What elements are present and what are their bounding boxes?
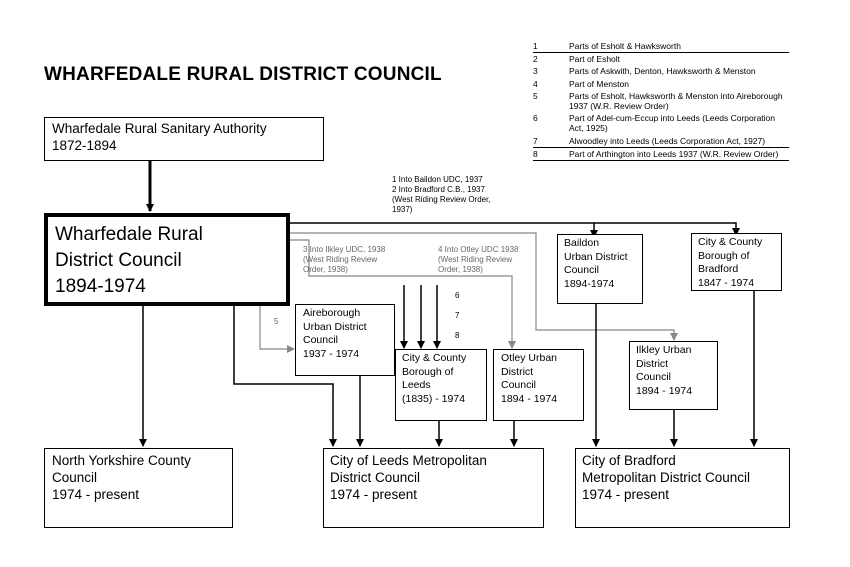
legend-number: 7	[533, 135, 538, 146]
arrow-rdc-to-leeds-met	[233, 306, 337, 447]
legend-number: 5	[533, 90, 538, 101]
legend-text: Part of Menston	[569, 78, 630, 89]
box-leeds-metropolitan: City of Leeds Metropolitan District Coun…	[323, 448, 544, 528]
box-aireborough-udc: Aireborough Urban District Council 1937 …	[295, 304, 395, 376]
legend-row: 7 Alwoodley into Leeds (Leeds Corporation…	[533, 135, 789, 148]
legend-table: 1 Parts of Esholt & Hawksworth 2 Part of Es…	[533, 40, 789, 162]
arrow-rdc-to-otley	[290, 239, 516, 349]
legend-row: 5 Parts of Esholt, Hawksworth & Menston i…	[533, 90, 789, 112]
legend-text: Part of Esholt	[569, 54, 621, 65]
marker-8: 8	[455, 331, 460, 340]
legend-text: Alwoodley into Leeds (Leeds Corporation …	[569, 135, 766, 146]
arrow-rdc-to-ilkley	[290, 232, 678, 341]
legend-text: Parts of Esholt & Hawksworth	[569, 41, 681, 51]
box-baildon-udc: Baildon Urban District Council 1894-1974	[557, 234, 643, 304]
legend-row: 2 Part of Esholt	[533, 53, 789, 65]
arrow-rdc-to-aireborough	[259, 306, 295, 353]
legend-text: Part of Adel-cum-Eccup into Leeds (Leeds…	[569, 113, 776, 134]
box-otley-udc: Otley Urban District Council 1894 - 1974	[493, 349, 584, 421]
diagram-title: WHARFEDALE RURAL DISTRICT COUNCIL	[44, 64, 442, 85]
arrow-rdc-to-baildon	[290, 222, 598, 238]
legend-number: 3	[533, 66, 538, 77]
legend-row: 1 Parts of Esholt & Hawksworth	[533, 40, 789, 54]
legend-number: 6	[533, 113, 538, 124]
box-wharfedale-rdc: Wharfedale Rural District Council 1894-1…	[44, 213, 290, 306]
marker-6: 6	[455, 291, 460, 300]
box-sanitary-authority: Wharfedale Rural Sanitary Authority 1872…	[44, 117, 324, 161]
box-leeds-cb: City & County Borough of Leeds (1835) - …	[395, 349, 487, 421]
legend-row: 3 Parts of Askwith, Denton, Hawksworth & …	[533, 65, 789, 77]
legend-number: 2	[533, 54, 538, 65]
legend-text: Parts of Askwith, Denton, Hawksworth & M…	[569, 66, 756, 77]
marker-7: 7	[455, 311, 460, 320]
legend-number: 4	[533, 78, 538, 89]
legend-text: Parts of Esholt, Hawksworth & Menston in…	[569, 90, 783, 112]
arrow-rdc-to-bradford	[594, 222, 740, 236]
legend-number: 1	[533, 41, 538, 51]
marker-5: 5	[274, 317, 279, 326]
box-north-yorkshire: North Yorkshire County Council 1974 - pr…	[44, 448, 233, 528]
legend-row: 6 Part of Adel-cum-Eccup into Leeds (Leed…	[533, 112, 789, 134]
legend-row: 8 Part of Arthington into Leeds 1937 (W.R…	[533, 148, 789, 162]
box-ilkley-udc: Ilkley Urban District Council 1894 - 197…	[629, 341, 718, 410]
note-ilkley: 3 Into Ilkley UDC, 1938 (West Riding Rev…	[303, 245, 386, 274]
note-baildon-bradford: 1 Into Baildon UDC, 1937 2 Into Bradford…	[392, 175, 491, 214]
legend-row: 4 Part of Menston	[533, 78, 789, 90]
legend-number: 8	[533, 148, 538, 159]
box-bradford-cb: City & County Borough of Bradford 1847 -…	[691, 233, 782, 291]
legend-text: Part of Arthington into Leeds 1937 (W.R.…	[569, 148, 779, 159]
box-bradford-metropolitan: City of Bradford Metropolitan District C…	[575, 448, 790, 528]
note-otley: 4 Into Otley UDC 1938 (West Riding Revie…	[438, 245, 519, 274]
